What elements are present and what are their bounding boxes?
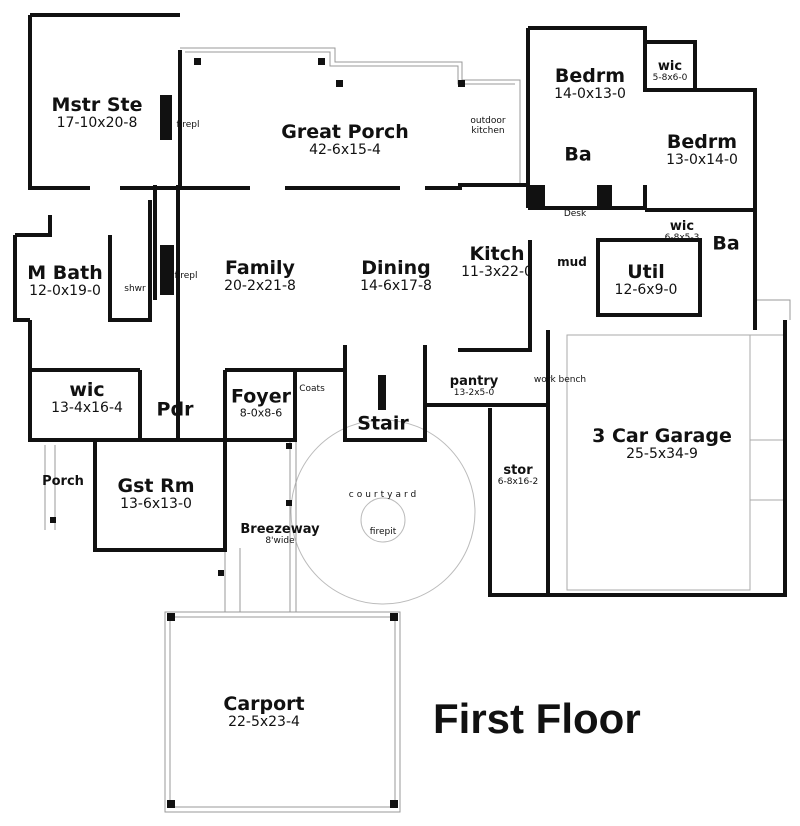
- room-dims: 12-0x19-0: [29, 282, 101, 299]
- room-dims: 14-0x13-0: [554, 85, 626, 102]
- room-name: Stair: [357, 412, 409, 435]
- note-firepl-2: firepl: [174, 271, 198, 281]
- note-shwr: shwr: [124, 284, 146, 294]
- room-dims: 8'wide: [265, 536, 295, 547]
- room-ba-1: Ba: [564, 143, 592, 166]
- note-firepit: firepit: [369, 527, 397, 537]
- room-name: M Bath: [27, 261, 103, 284]
- room-name: Carport: [223, 692, 305, 715]
- room-dims: 13-2x5-0: [453, 388, 495, 399]
- room-name: Gst Rm: [117, 474, 195, 497]
- room-dims: 20-2x21-8: [224, 277, 296, 294]
- note-courtyard: courtyard: [348, 490, 420, 500]
- room-name: wic: [657, 58, 683, 74]
- room-dims: 17-10x20-8: [56, 114, 138, 131]
- room-name: Bedrm: [666, 130, 738, 153]
- note-desk: Desk: [563, 209, 587, 219]
- room-ba-2: Ba: [712, 232, 740, 255]
- room-name: Foyer: [231, 385, 291, 408]
- posts-and-fireplaces: [50, 58, 612, 808]
- room-pdr: Pdr: [156, 398, 194, 421]
- room-name: Kitch: [469, 242, 525, 265]
- room-name: 3 Car Garage: [592, 424, 732, 447]
- room-name: Util: [627, 260, 665, 283]
- room-dims: 8-0x8-6: [239, 406, 283, 420]
- room-dims: 6-8x5-3: [664, 233, 700, 244]
- room-name: Breezeway: [240, 521, 320, 537]
- room-dims: 42-6x15-4: [309, 141, 381, 158]
- room-name: stor: [503, 462, 533, 478]
- note-coats: Coats: [299, 384, 325, 394]
- room-name: Mstr Ste: [51, 93, 143, 116]
- room-name: Porch: [42, 473, 84, 489]
- floor-title: First Floor: [433, 695, 641, 742]
- room-name: wic: [669, 218, 695, 234]
- room-name: Dining: [361, 256, 431, 279]
- room-name: Ba: [712, 232, 740, 255]
- room-stair: Stair: [357, 412, 409, 435]
- room-dims: 25-5x34-9: [626, 445, 698, 462]
- room-dims: 6-8x16-2: [497, 477, 539, 488]
- walls: [13, 13, 787, 597]
- room-dims: 11-3x22-0: [461, 263, 533, 280]
- note-work-bench: work bench: [533, 375, 587, 385]
- room-dims: 14-6x17-8: [360, 277, 432, 294]
- room-name: pantry: [449, 373, 499, 389]
- room-dims: 12-6x9-0: [614, 281, 678, 298]
- room-name: Family: [225, 256, 295, 279]
- room-name: Bedrm: [554, 64, 626, 87]
- room-dims: 13-0x14-0: [666, 151, 738, 168]
- room-dims: 22-5x23-4: [228, 713, 300, 730]
- room-name: wic: [69, 378, 105, 401]
- room-porch: Porch: [42, 473, 84, 489]
- room-name: Ba: [564, 143, 592, 166]
- room-dims: 5-8x6-0: [652, 73, 688, 84]
- room-name: Pdr: [156, 398, 194, 421]
- room-dims: 13-4x16-4: [51, 399, 123, 416]
- room-name: Great Porch: [281, 120, 409, 143]
- note-outdoor-kitchen: outdoor kitchen: [470, 116, 506, 136]
- room-dims: 13-6x13-0: [120, 495, 192, 512]
- note-mud: mud: [557, 255, 587, 269]
- note-firepl-1: firepl: [176, 120, 200, 130]
